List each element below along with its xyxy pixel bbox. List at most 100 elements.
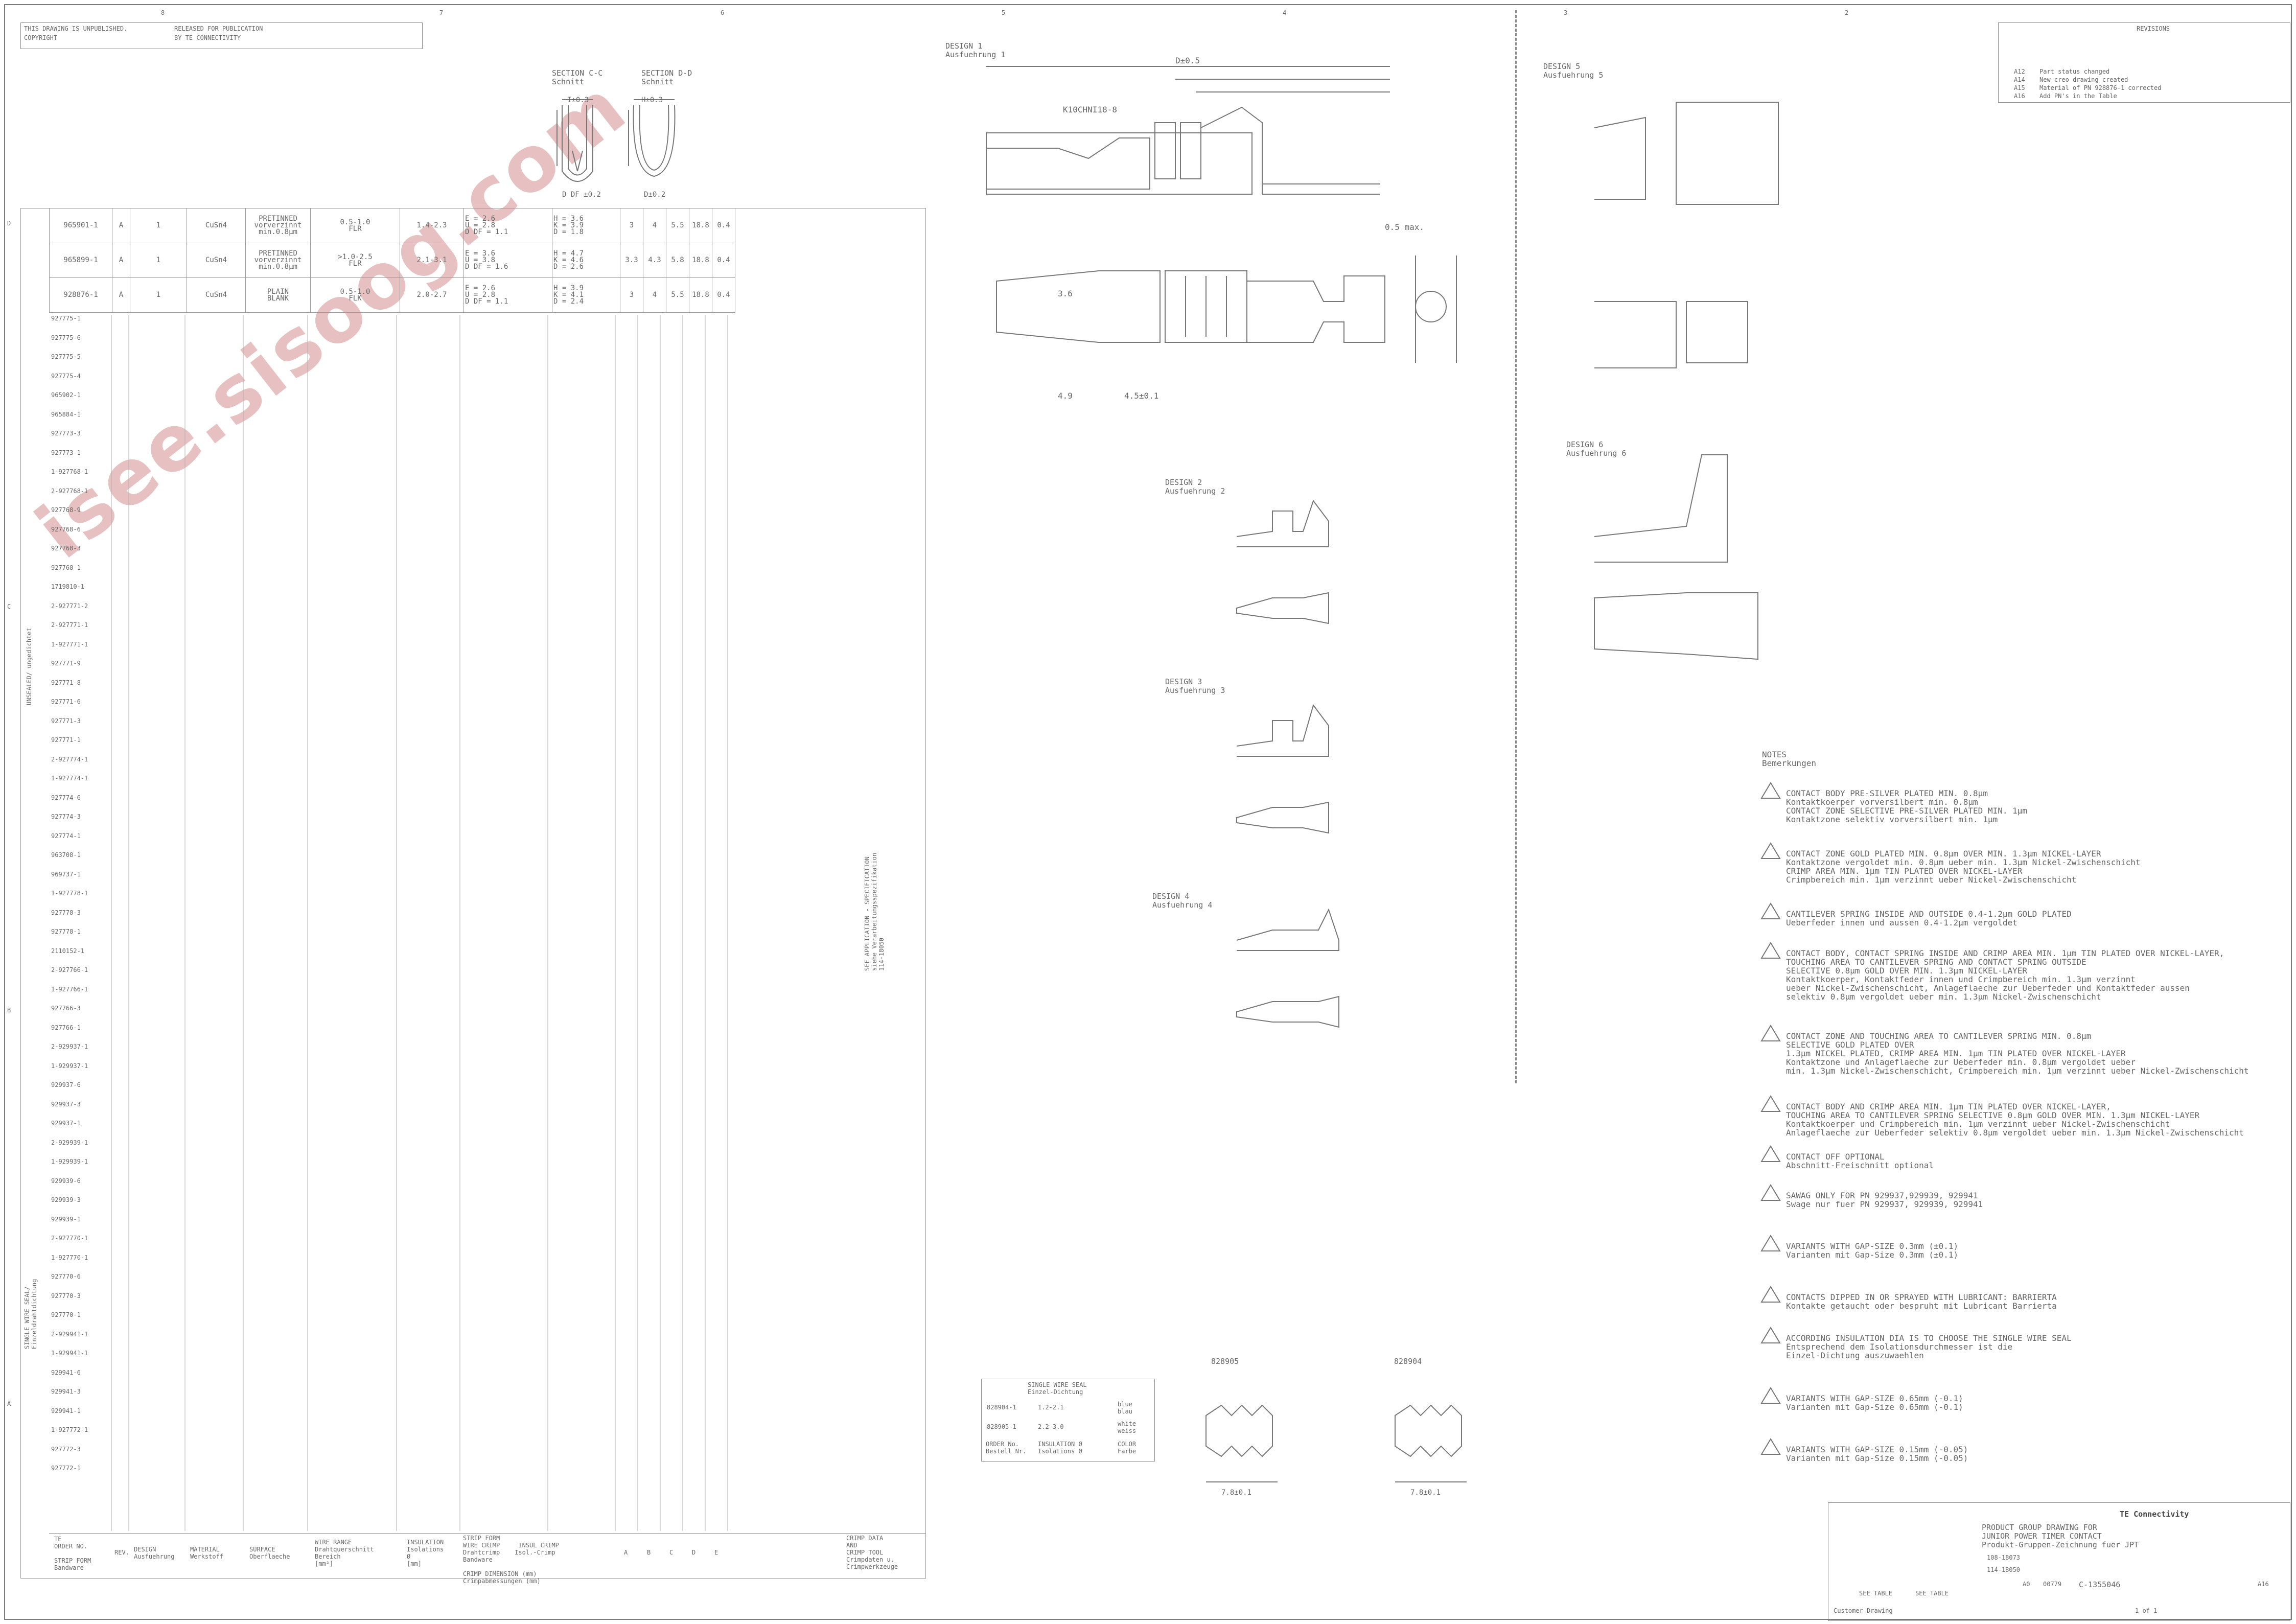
note-3: CANTILEVER SPRING INSIDE AND OUTSIDE 0.4… bbox=[1786, 909, 2072, 927]
svg-text:K10CHNI18-8: K10CHNI18-8 bbox=[1063, 105, 1117, 114]
zone-8: 8 bbox=[161, 9, 165, 16]
part-number: 927771-9 bbox=[51, 660, 81, 667]
part-number: 929941-3 bbox=[51, 1388, 81, 1395]
part-number: 2110152-1 bbox=[51, 947, 85, 955]
seal-table: SINGLE WIRE SEAL Einzel-Dichtung 828904-… bbox=[981, 1379, 1155, 1461]
part-number: 963708-1 bbox=[51, 851, 81, 859]
svg-text:4.9: 4.9 bbox=[1058, 391, 1073, 401]
part-number: 927775-1 bbox=[51, 315, 81, 322]
part-number: 929939-1 bbox=[51, 1215, 81, 1223]
part-number: 927772-1 bbox=[51, 1465, 81, 1472]
part-number: 927771-3 bbox=[51, 717, 81, 725]
svg-text:7.8±0.1: 7.8±0.1 bbox=[1410, 1489, 1441, 1497]
part-number: 1-929937-1 bbox=[51, 1062, 88, 1070]
note-9: VARIANTS WITH GAP-SIZE 0.3mm (±0.1) Vari… bbox=[1786, 1241, 1959, 1260]
design-1-drawing: D±0.5 K10CHNI18-8 0.5 max. 4.5±0.1 4.9 3… bbox=[986, 56, 1457, 401]
note-5: CONTACT ZONE AND TOUCHING AREA TO CANTIL… bbox=[1786, 1031, 2249, 1076]
svg-text:H±0.3: H±0.3 bbox=[641, 96, 663, 104]
sealed-label: SINGLE WIRE SEAL/ Einzeldrahtdichtung bbox=[24, 1279, 38, 1349]
part-number: 927768-9 bbox=[51, 506, 81, 514]
zone-c: C bbox=[7, 603, 11, 610]
part-number: 965902-1 bbox=[51, 391, 81, 399]
zone-6: 6 bbox=[721, 9, 725, 16]
zone-a: A bbox=[7, 1400, 11, 1407]
revision: A16 bbox=[2258, 1581, 2269, 1588]
drawing-frame bbox=[4, 4, 2292, 1620]
part-number: 927778-3 bbox=[51, 909, 81, 916]
design-6-label: DESIGN 6 Ausfuehrung 6 bbox=[1566, 440, 1627, 458]
table-header: TE ORDER NO. STRIP FORM Bandware REV. DE… bbox=[49, 1533, 925, 1585]
part-number: 1-929939-1 bbox=[51, 1158, 88, 1165]
part-number: 927770-3 bbox=[51, 1292, 81, 1300]
part-number: 2-929937-1 bbox=[51, 1043, 88, 1050]
section-dd-label: SECTION D-D Schnitt bbox=[641, 68, 692, 86]
zone-7: 7 bbox=[439, 9, 444, 16]
part-number: 927773-1 bbox=[51, 449, 81, 456]
design-5-label: DESIGN 5 Ausfuehrung 5 bbox=[1543, 62, 1604, 80]
part-number: 965884-1 bbox=[51, 410, 81, 418]
part-number: 929937-3 bbox=[51, 1100, 81, 1108]
designs-234-drawing bbox=[1236, 499, 1339, 1028]
svg-text:D±0.5: D±0.5 bbox=[1175, 56, 1200, 65]
drawing-title: PRODUCT GROUP DRAWING FOR JUNIOR POWER T… bbox=[1982, 1523, 2139, 1549]
part-number: 2-929939-1 bbox=[51, 1139, 88, 1146]
customer-drawing: Customer Drawing bbox=[1834, 1607, 1893, 1614]
svg-text:3.6: 3.6 bbox=[1058, 289, 1073, 298]
part-number: 1719810-1 bbox=[51, 583, 85, 590]
part-number: 2-927771-1 bbox=[51, 621, 88, 629]
part-number: 927774-1 bbox=[51, 832, 81, 840]
part-number: 927768-3 bbox=[51, 545, 81, 552]
company-name: TE Connectivity bbox=[2120, 1510, 2189, 1519]
section-cc-label: SECTION C-C Schnitt bbox=[552, 68, 603, 86]
part-number: 929937-1 bbox=[51, 1120, 81, 1127]
notes-title: NOTES Bemerkungen bbox=[1762, 750, 1816, 768]
part-number: 2-927774-1 bbox=[51, 755, 88, 763]
part-number: 929939-6 bbox=[51, 1177, 81, 1185]
svg-text:0.5 max.: 0.5 max. bbox=[1385, 222, 1424, 232]
note-6: CONTACT BODY AND CRIMP AREA MIN. 1µm TIN… bbox=[1786, 1102, 2244, 1138]
table-row: 928876-1 A 1 CuSn4 PLAIN BLANK 0.5-1.0 F… bbox=[49, 277, 735, 313]
part-number: 929937-6 bbox=[51, 1081, 81, 1088]
part-number: 2-927766-1 bbox=[51, 966, 88, 973]
svg-text:D DF ±0.2: D DF ±0.2 bbox=[562, 191, 601, 199]
zone-2: 2 bbox=[1845, 9, 1849, 16]
table-row: 965901-1 A 1 CuSn4 PRETINNED vorverzinnt… bbox=[49, 208, 735, 243]
design-1-label: DESIGN 1 Ausfuehrung 1 bbox=[945, 41, 1006, 59]
zone-3: 3 bbox=[1564, 9, 1568, 16]
drawing-number: C-1355046 bbox=[2079, 1580, 2121, 1589]
part-number: 2-927770-1 bbox=[51, 1235, 88, 1242]
spec-number: 108-18073 bbox=[1987, 1554, 2021, 1561]
table-row: 965899-1 A 1 CuSn4 PRETINNED vorverzinnt… bbox=[49, 243, 735, 278]
part-number: 2-927771-2 bbox=[51, 602, 88, 610]
part-number: 929941-1 bbox=[51, 1407, 81, 1414]
zone-5: 5 bbox=[1002, 9, 1006, 16]
part-number: 1-927768-1 bbox=[51, 468, 88, 475]
part-number: 927775-5 bbox=[51, 353, 81, 360]
part-number: 927771-8 bbox=[51, 679, 81, 686]
part-number: 1-927774-1 bbox=[51, 775, 88, 782]
separator-line bbox=[1515, 10, 1517, 1083]
part-number: 927766-3 bbox=[51, 1005, 81, 1012]
part-number: 1-927772-1 bbox=[51, 1426, 88, 1433]
revisions-block: REVISIONS A12 Part status changed A14 Ne… bbox=[1998, 22, 2290, 103]
scale: SEE TABLE bbox=[1859, 1590, 1893, 1597]
spec-table: 965901-1 A 1 CuSn4 PRETINNED vorverzinnt… bbox=[49, 208, 735, 313]
title-block: TE Connectivity PRODUCT GROUP DRAWING FO… bbox=[1828, 1502, 2290, 1621]
part-number: 927768-6 bbox=[51, 525, 81, 533]
seal-828905-label: 828905 bbox=[1211, 1357, 1239, 1366]
part-number: 927774-3 bbox=[51, 813, 81, 820]
size: A0 bbox=[2023, 1581, 2030, 1588]
part-number: 927770-6 bbox=[51, 1273, 81, 1280]
part-number: 927774-6 bbox=[51, 794, 81, 801]
design-4-label: DESIGN 4 Ausfuehrung 4 bbox=[1152, 892, 1213, 910]
part-number: 1-927770-1 bbox=[51, 1254, 88, 1261]
part-number: 2-929941-1 bbox=[51, 1330, 88, 1338]
note-8: SAWAG ONLY FOR PN 929937,929939, 929941 … bbox=[1786, 1191, 1983, 1209]
part-number: 929941-6 bbox=[51, 1368, 81, 1376]
part-number: 927770-1 bbox=[51, 1311, 81, 1318]
part-number: 2-927768-1 bbox=[51, 487, 88, 495]
svg-text:I±0.3: I±0.3 bbox=[567, 96, 589, 104]
designs-56-drawing bbox=[1594, 102, 1779, 660]
svg-text:7.8±0.1: 7.8±0.1 bbox=[1221, 1489, 1251, 1497]
note-12: VARIANTS WITH GAP-SIZE 0.65mm (-0.1) Var… bbox=[1786, 1394, 1963, 1412]
